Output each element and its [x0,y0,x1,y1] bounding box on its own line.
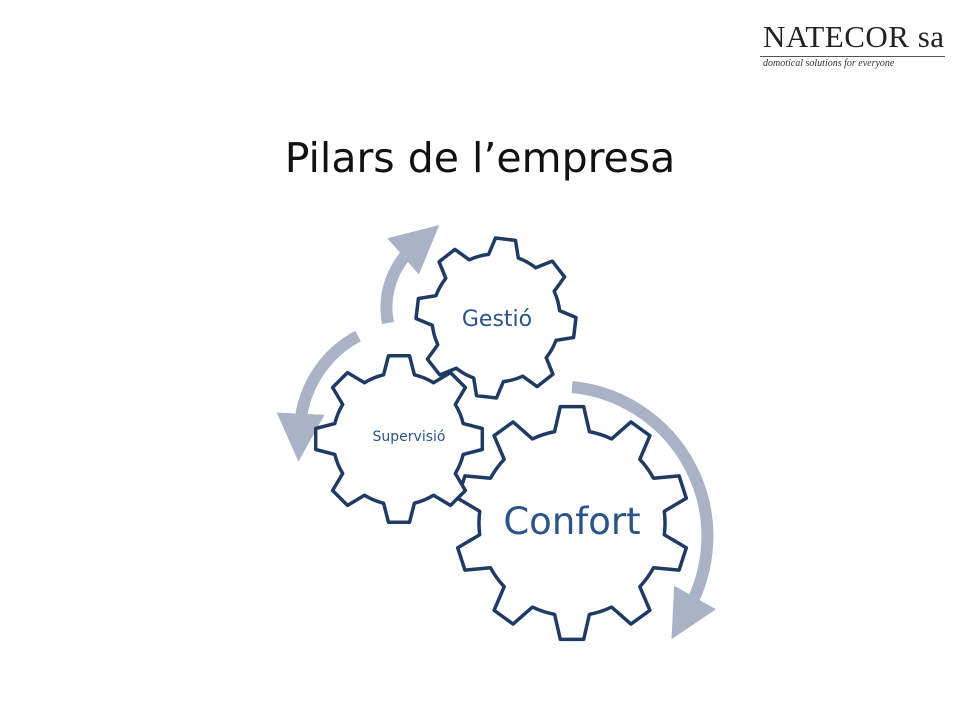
gear-label-gestio: Gestió [462,307,532,332]
arrow-supervisio [276,330,361,462]
arrow-gestio [380,224,440,325]
logo-rule [760,56,945,57]
gear-confort [455,404,689,642]
arrow-confort [571,381,716,640]
company-logo: NATECOR sa domotical solutions for every… [760,20,950,72]
logo-name: NATECOR sa [763,19,945,54]
slide-title: Pilars de l’empresa [284,134,676,182]
gear-supervisio [313,353,485,525]
gear-label-confort: Confort [503,500,640,543]
logo-tagline: domotical solutions for everyone [763,58,895,69]
gear-gestio [414,236,578,400]
gear-label-supervisio: Supervisió [373,429,446,445]
